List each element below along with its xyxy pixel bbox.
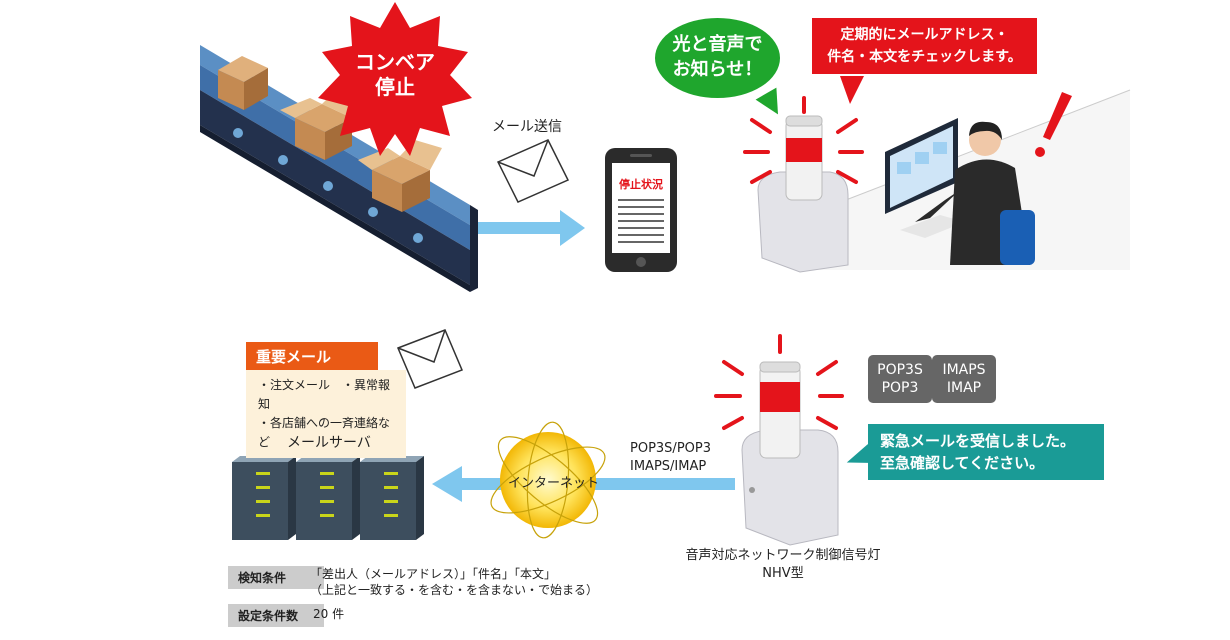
device-label-line2: NHV型 — [762, 566, 804, 581]
condition-value-detect-line2: （上記と一致する・を含む・を含まない・で始まる） — [310, 583, 599, 597]
protocol-badge-pop-line2: POP3 — [881, 380, 919, 396]
important-mail-list: ・注文メール ・異常報知 ・各店舗への一斉連絡など — [246, 370, 406, 458]
signal-light-device-bottom — [714, 334, 844, 546]
condition-value-count: 20 件 — [313, 607, 345, 621]
desk-scene — [743, 89, 1131, 273]
important-mail-item-2: ・各店舗への一斉連絡など — [258, 416, 391, 449]
condition-value-detect: 「差出人（メールアドレス）」「件名」「本文」 （上記と一致する・を含む・を含まな… — [310, 566, 598, 598]
alert-note: 緊急メールを受信しました。 至急確認してください。 — [868, 424, 1104, 480]
internet-label: インターネット — [508, 476, 600, 491]
important-mail-item-1: ・注文メール ・異常報知 — [258, 378, 391, 411]
check-note-line1: 定期的にメールアドレス・ — [840, 27, 1009, 43]
protocol-badge-pop: POP3S POP3 — [868, 355, 932, 403]
alert-note-line2: 至急確認してください。 — [880, 454, 1045, 472]
check-note: 定期的にメールアドレス・ 件名・本文をチェックします。 — [812, 18, 1037, 74]
protocol-text-line1: POP3S/POP3 — [630, 441, 711, 456]
notify-bubble-line1: 光と音声で — [672, 34, 763, 55]
check-note-line2: 件名・本文をチェックします。 — [827, 49, 1022, 65]
arrow-to-phone-icon — [478, 210, 585, 246]
condition-value-detect-line1: 「差出人（メールアドレス）」「件名」「本文」 — [310, 567, 557, 581]
envelope-icon-bottom — [397, 329, 463, 389]
conveyor-stop-line2: 停止 — [375, 75, 415, 99]
protocol-text-line2: IMAPS/IMAP — [630, 459, 707, 474]
stop-starburst — [318, 2, 472, 156]
check-note-tail — [840, 76, 864, 104]
top-scene-graphics — [200, 2, 1131, 292]
envelope-icon — [496, 139, 570, 203]
important-mail-title: 重要メール — [246, 342, 378, 371]
protocol-badge-imap: IMAPS IMAP — [932, 355, 996, 403]
protocol-text: POP3S/POP3 IMAPS/IMAP — [630, 440, 711, 476]
cardboard-box-3 — [358, 140, 442, 212]
condition-label-detect: 検知条件 — [228, 566, 324, 589]
smartphone-icon — [605, 148, 677, 272]
alert-note-line1: 緊急メールを受信しました。 — [880, 432, 1076, 450]
conveyor-stop-line1: コンベア — [355, 50, 435, 74]
conveyor-stop-label: コンベア 停止 — [345, 50, 445, 100]
device-label: 音声対応ネットワーク制御信号灯 NHV型 — [668, 547, 898, 583]
internet-globe-icon — [490, 421, 606, 539]
mail-server-icon — [232, 456, 424, 540]
notify-bubble-line2: お知らせ！ — [672, 59, 763, 80]
device-label-line1: 音声対応ネットワーク制御信号灯 — [685, 548, 881, 563]
notify-bubble: 光と音声で お知らせ！ — [655, 18, 780, 98]
protocol-badge-imap-line2: IMAP — [946, 380, 982, 396]
condition-label-count: 設定条件数 — [228, 604, 324, 627]
cardboard-box-1 — [218, 56, 268, 110]
protocol-badge-imap-line1: IMAPS — [942, 362, 986, 378]
mail-server-label: メールサーバ — [287, 435, 371, 451]
protocol-badge-pop-line1: POP3S — [877, 362, 923, 378]
signal-light-device-top — [757, 115, 849, 273]
phone-screen-label: 停止状況 — [619, 178, 663, 191]
mail-send-label: メール送信 — [492, 119, 562, 135]
